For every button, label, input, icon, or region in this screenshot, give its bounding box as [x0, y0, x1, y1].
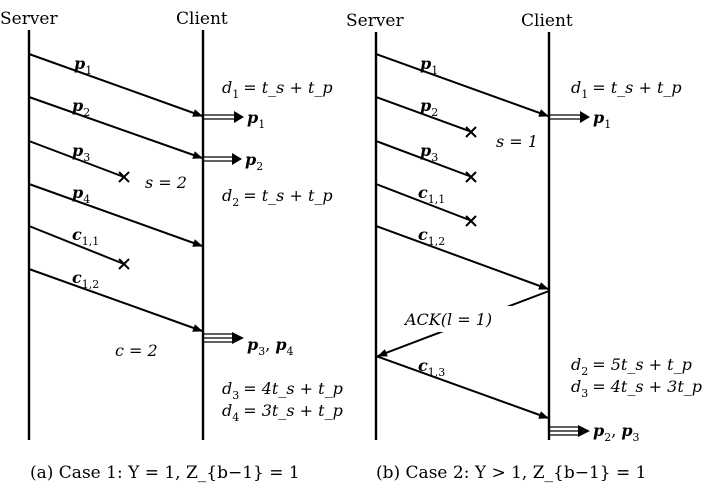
case1-packet-p3-arrow: [28, 140, 125, 178]
case2-packet-c11-arrow: [375, 183, 473, 222]
case2-label-p2: p2: [420, 96, 438, 119]
case1-label-c11: c1,1: [72, 225, 99, 248]
case2-delivery-arrow-1: [549, 111, 590, 123]
case2-label-c13: c1,3: [418, 356, 445, 379]
case2-label-p1: p1: [420, 54, 438, 77]
case1-loss-mark-p3: [118, 171, 130, 183]
case2-delivery-arrow-2: [549, 425, 590, 437]
case1-packet-c12-arrow: [28, 268, 203, 332]
case2-delay-d3: d3= 4t_s + 3t_p: [571, 377, 702, 400]
case1-delivery-arrow-1: [203, 111, 244, 123]
case1-label-p1: p1: [74, 54, 92, 77]
case1-label-p3: p3: [72, 141, 90, 164]
case1-delivery-arrow-3: [203, 332, 244, 344]
case2-packet-p1-arrow: [375, 53, 549, 117]
case1-coded-label: c = 2: [115, 341, 158, 360]
case2-delivered-2: p2, p3: [593, 421, 640, 444]
case2-panel: Server Client p1 p2 p3 c1,1 c1,2 c1,3 s …: [346, 11, 702, 483]
case2-label-c12: c1,2: [418, 225, 445, 248]
case1-caption: (a) Case 1: Y = 1, Z_{b−1} = 1: [30, 463, 300, 483]
case1-delivery-arrow-2: [203, 153, 242, 165]
case1-packet-p1-arrow: [28, 53, 203, 117]
case1-loss-mark-c11: [118, 258, 130, 270]
case1-server-label: Server: [0, 9, 58, 29]
case2-lost-label: s = 1: [496, 132, 538, 151]
case1-delivered-2: p2: [245, 150, 263, 173]
case2-delay-d2: d2= 5t_s + t_p: [571, 355, 692, 378]
case2-label-p3: p3: [420, 141, 438, 164]
case1-label-p4: p4: [72, 183, 90, 206]
case1-delay-d4: d4= 3t_s + t_p: [222, 401, 343, 424]
case1-packet-p2-arrow: [28, 96, 203, 159]
case2-packet-p3-arrow: [375, 140, 473, 178]
case2-loss-mark-c11: [465, 215, 477, 227]
case1-delay-d2: d2= t_s + t_p: [222, 186, 333, 209]
case1-lost-label: s = 2: [145, 173, 187, 192]
case2-server-label: Server: [346, 11, 404, 31]
case2-caption: (b) Case 2: Y > 1, Z_{b−1} = 1: [376, 463, 646, 483]
case1-delay-d3: d3= 4t_s + t_p: [222, 379, 343, 402]
case1-delivered-3: p3, p4: [247, 335, 294, 358]
case2-delivered-1: p1: [593, 108, 611, 131]
case1-delay-d1: d1= t_s + t_p: [222, 78, 333, 101]
case2-label-c11: c1,1: [418, 183, 445, 206]
case1-client-label: Client: [176, 9, 228, 29]
case1-label-p2: p2: [72, 96, 90, 119]
case2-loss-mark-p2: [465, 126, 477, 138]
case2-ack-label: ACK(l = 1): [403, 310, 492, 329]
case1-packet-c11-arrow: [28, 225, 125, 265]
case2-loss-mark-p3: [465, 171, 477, 183]
case1-packet-p4-arrow: [28, 183, 203, 247]
case2-client-label: Client: [521, 11, 573, 31]
case2-delay-d1: d1= t_s + t_p: [571, 78, 682, 101]
case1-label-c12: c1,2: [72, 268, 99, 291]
case2-packet-c12-arrow: [375, 225, 549, 290]
case2-packet-c13-arrow: [375, 355, 549, 419]
case2-packet-p2-arrow: [375, 96, 473, 133]
case1-panel: Server Client p1 p2 p3 p4 c1,1 c1,2 s = …: [0, 9, 343, 483]
case1-delivered-1: p1: [247, 108, 265, 131]
case2-ack-label-bg: [400, 306, 522, 332]
